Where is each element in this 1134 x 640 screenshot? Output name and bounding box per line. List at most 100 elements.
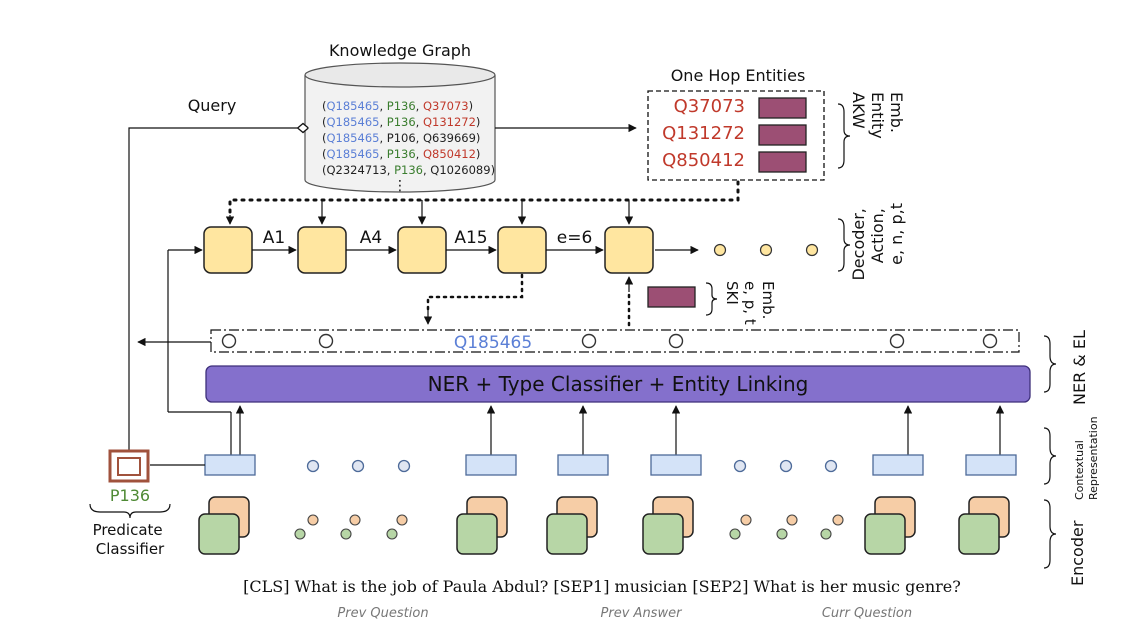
contextual-token xyxy=(650,454,702,476)
contextual-token xyxy=(872,454,924,476)
one-hop-box xyxy=(647,90,825,181)
ski-label: SKI e, p, t Emb. xyxy=(723,281,777,330)
decoder-dot xyxy=(713,243,727,257)
contextual-brace xyxy=(1043,427,1057,485)
predicate-brace xyxy=(89,503,171,519)
decoder-action-label: e=6 xyxy=(557,228,593,248)
ski-emb-rect xyxy=(647,286,696,308)
contextual-token xyxy=(965,454,1017,476)
encoder-dot xyxy=(396,514,408,526)
encoder-dot xyxy=(349,514,361,526)
entity-emb-rect xyxy=(758,97,807,119)
akw-brace xyxy=(837,103,851,169)
encoder-dot xyxy=(776,528,788,540)
encoder-dot xyxy=(307,514,319,526)
decoder-node xyxy=(297,226,347,274)
segment-prev-question: Prev Question xyxy=(337,606,428,621)
contextual-dot xyxy=(397,459,411,473)
contextual-row: Contextual Representation xyxy=(168,411,1100,500)
ner-token-dot xyxy=(889,333,905,349)
kg-triple: (Q185465, P136, Q37073) xyxy=(322,99,473,113)
predicate-label: Predicate Classifier xyxy=(93,521,168,558)
kg-triple: (Q185465, P136, Q131272) xyxy=(322,115,480,129)
encoder-token-front xyxy=(456,513,498,555)
onehop-dotted-line xyxy=(228,180,740,227)
contextual-dot xyxy=(351,459,365,473)
decoder-dot xyxy=(805,243,819,257)
ner-output-box xyxy=(210,329,1020,353)
encoder-dot xyxy=(786,514,798,526)
decoder-action-label: A1 xyxy=(263,228,285,248)
decoder: A1 A4 A15 e=6 Decoder, Action, e, n, p,t xyxy=(167,203,906,412)
encoder-dot xyxy=(740,514,752,526)
ski-embedding: SKI e, p, t Emb. xyxy=(647,281,777,330)
decoder-node xyxy=(397,226,447,274)
ner-token-dot xyxy=(318,333,334,349)
encoder-token-front xyxy=(546,513,588,555)
contextual-dot xyxy=(824,459,838,473)
kg-triple: (Q185465, P136, Q850412) xyxy=(322,147,480,161)
query-line xyxy=(128,128,303,452)
decoder-side-label: Decoder, Action, e, n, p,t xyxy=(849,203,906,281)
ner-brace xyxy=(1043,335,1057,393)
decoder-node xyxy=(203,226,253,274)
one-hop-entity: Q37073 xyxy=(674,96,745,117)
contextual-token xyxy=(204,454,256,476)
input-sentence: [CLS] What is the job of Paula Abdul? [S… xyxy=(243,577,961,596)
encoder-dot xyxy=(729,528,741,540)
encoder-row: Encoder xyxy=(198,496,1087,586)
one-hop-entity: Q850412 xyxy=(662,150,745,171)
decoder-brace xyxy=(837,218,851,272)
contextual-side-label: Contextual Representation xyxy=(1073,416,1100,500)
ner-token-dot xyxy=(581,333,597,349)
ner-side-label: NER & EL xyxy=(1070,330,1089,405)
ner-el-row: Q185465 NER + Type Classifier + Entity L… xyxy=(137,329,1089,405)
contextual-dot xyxy=(306,459,320,473)
kg-triple: (Q185465, P106, Q639669) xyxy=(322,131,480,145)
decoder-dot xyxy=(759,243,773,257)
ner-token-dot xyxy=(982,333,998,349)
encoder-dot xyxy=(340,528,352,540)
ner-bar xyxy=(205,365,1031,403)
decoder-action-label: A15 xyxy=(454,228,487,248)
predicate-classifier: P136 Predicate Classifier xyxy=(89,449,205,558)
query-label: Query xyxy=(188,96,237,115)
segment-curr-question: Curr Question xyxy=(822,606,912,621)
knowledge-graph: Knowledge Graph (Q185465, P136, Q37073)(… xyxy=(304,41,496,194)
decoder-action-label: A4 xyxy=(360,228,382,248)
segment-prev-answer: Prev Answer xyxy=(601,606,684,621)
encoder-dot xyxy=(820,528,832,540)
contextual-token xyxy=(465,454,517,476)
encoder-token-front xyxy=(864,513,906,555)
ner-bar-label: NER + Type Classifier + Entity Linking xyxy=(428,372,809,396)
entity-emb-rect xyxy=(758,151,807,173)
encoder-dot xyxy=(832,514,844,526)
encoder-side-label: Encoder xyxy=(1068,520,1087,586)
akw-label: AKW Entity Emb. xyxy=(849,92,906,144)
kg-triple: (Q2324713, P136, Q1026089) xyxy=(322,163,495,177)
contextual-dot xyxy=(733,459,747,473)
entity-emb-rect xyxy=(758,124,807,146)
ner-entity-span: Q185465 xyxy=(454,333,532,353)
one-hop-entity: Q131272 xyxy=(662,123,745,144)
encoder-dot xyxy=(386,528,398,540)
contextual-token xyxy=(557,454,609,476)
encoder-token-front xyxy=(198,513,240,555)
ner-token-dot xyxy=(221,333,237,349)
ski-brace xyxy=(705,282,718,316)
encoder-brace xyxy=(1043,499,1057,569)
one-hop-title: One Hop Entities xyxy=(671,66,806,85)
decoder-node xyxy=(604,226,654,274)
kg-title: Knowledge Graph xyxy=(329,41,471,60)
kg-triples: (Q185465, P136, Q37073) (Q185465, P136, Q… xyxy=(322,99,495,177)
kg-ellipsis: ⋮ xyxy=(393,178,407,194)
entity-dotted-line xyxy=(426,273,524,314)
contextual-dot xyxy=(779,459,793,473)
ner-token-dot xyxy=(668,333,684,349)
decoder-node xyxy=(497,226,547,274)
encoder-token-front xyxy=(958,513,1000,555)
predicate-value: P136 xyxy=(110,486,150,505)
encoder-token-front xyxy=(642,513,684,555)
